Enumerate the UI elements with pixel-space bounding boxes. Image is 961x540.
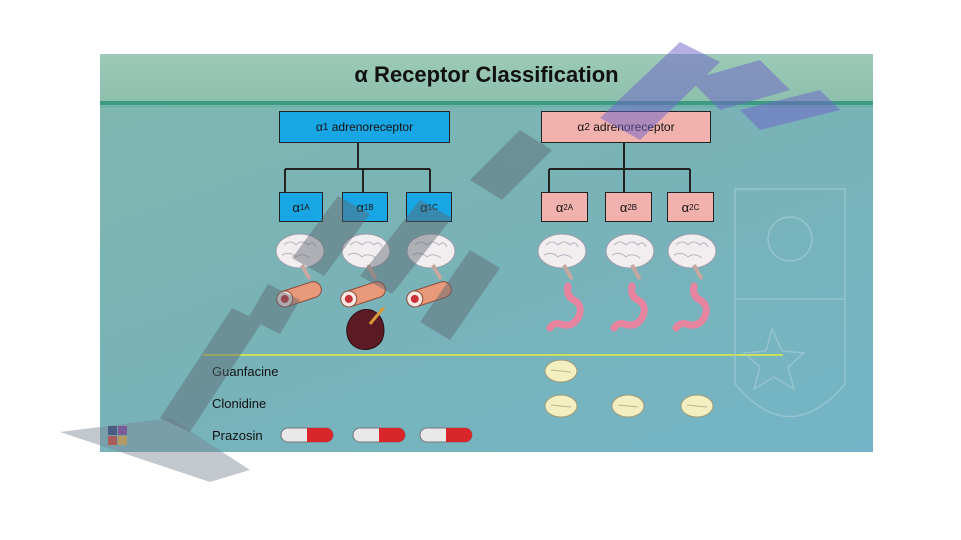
stomach-icon	[546, 282, 584, 332]
alpha2b-sub: 2B	[627, 202, 638, 212]
alpha2a-base: α	[555, 199, 564, 215]
alpha1-base: α	[315, 120, 323, 134]
title-underline-thin	[100, 106, 873, 107]
alpha1b-sub: 1B	[363, 202, 374, 212]
alpha1c-base: α	[420, 199, 428, 215]
brain-icon	[406, 233, 456, 281]
tablet-icon	[544, 394, 578, 418]
blood-vessel-icon	[340, 281, 386, 308]
diagram-graphics	[108, 143, 846, 445]
capsule-icon	[352, 427, 406, 443]
alpha2a-sub: 2A	[563, 202, 574, 212]
tablet-icon	[680, 394, 714, 418]
stomach-icon	[610, 282, 648, 332]
alpha2c-base: α	[681, 199, 690, 215]
alpha1c-sub: 1C	[427, 202, 438, 212]
stomach-icon	[672, 282, 710, 332]
logo-icon	[108, 426, 127, 445]
drug-label-clonidine: Clonidine	[212, 396, 267, 411]
brain-icon	[667, 233, 717, 281]
alpha1a-base: α	[292, 199, 300, 215]
alpha1-text: adrenoreceptor	[331, 120, 414, 134]
title-underline	[100, 101, 873, 105]
alpha2c-sub: 2C	[689, 202, 700, 212]
alpha2-base: α	[577, 120, 585, 134]
alpha2b-base: α	[619, 199, 628, 215]
alpha1-connector	[284, 143, 431, 192]
alpha2-sub: 2	[584, 121, 590, 133]
brain-icon	[537, 233, 587, 281]
drug-label-guanfacine: Guanfacine	[212, 364, 279, 379]
tablet-icon	[611, 394, 645, 418]
alpha1a-sub: 1A	[299, 202, 310, 212]
tablet-icon	[544, 359, 578, 383]
page-title: α Receptor Classification	[354, 62, 619, 87]
brain-icon	[341, 233, 391, 281]
crest-watermark-icon	[734, 188, 846, 418]
brain-icon	[605, 233, 655, 281]
capsule-icon	[419, 427, 473, 443]
brain-icon	[275, 233, 325, 281]
kidney-icon	[346, 306, 386, 350]
drug-label-prazosin: Prazosin	[212, 428, 263, 443]
blood-vessel-icon	[406, 281, 452, 308]
capsule-icon	[280, 427, 334, 443]
blood-vessel-icon	[276, 281, 322, 308]
alpha1-sub: 1	[322, 121, 329, 133]
alpha2-connector	[548, 143, 691, 192]
alpha1b-base: α	[356, 199, 364, 215]
